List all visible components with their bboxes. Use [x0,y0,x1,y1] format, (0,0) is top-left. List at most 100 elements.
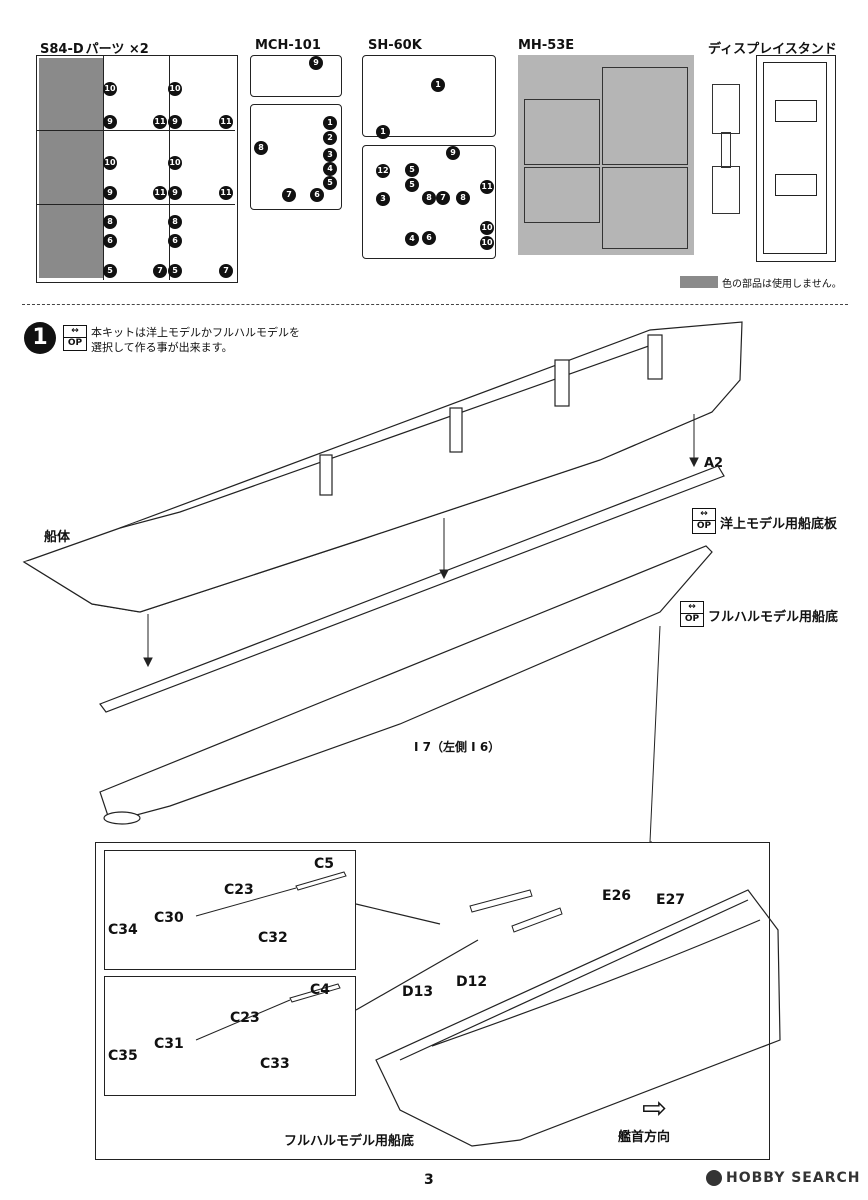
s84-num: 9 [168,186,182,200]
sh-num: 10 [480,221,494,235]
mch-num: 3 [323,148,337,162]
s84-num: 10 [168,156,182,170]
s84-unused-parts [39,58,103,278]
detail-bottom-label: フルハルモデル用船底 [284,1134,415,1149]
detail-callout-2 [104,976,356,1096]
step-number: 1 [24,322,56,354]
fullhull-label: フルハルモデル用船底 [708,610,839,625]
sh-num: 4 [405,232,419,246]
op-badge-label: OP [67,338,83,348]
part-c35: C35 [108,1048,138,1064]
section-divider [22,304,848,305]
mch-sprue-top [250,55,342,97]
mch-num: 1 [323,116,337,130]
part-c23b: C23 [230,1010,260,1026]
part-e27: E27 [656,892,686,908]
callout-lines [355,903,479,1011]
s84-sprue [36,55,238,283]
sh-num: 8 [456,191,470,205]
sh-num: 12 [376,164,390,178]
op-badge-label: OP [696,521,712,531]
s84-num: 6 [168,234,182,248]
part-c32: C32 [258,930,288,946]
sh-num: 5 [405,163,419,177]
s84-num: 9 [103,115,117,129]
s84-num: 9 [103,186,117,200]
op-badge-label: OP [684,614,700,624]
legend-text: 色の部品は使用しません。 [722,279,842,290]
part-c34: C34 [108,922,138,938]
s84-num: 7 [219,264,233,278]
mch-num: 4 [323,162,337,176]
s84-num: 5 [103,264,117,278]
s84-num: 11 [219,186,233,200]
s84-num: 11 [153,115,167,129]
sh-num: 6 [422,231,436,245]
detail-hull [375,889,781,1147]
instruction-line-2: 選択して作る事が出来ます。 [91,341,233,354]
sh-num: 5 [405,178,419,192]
part-e26: E26 [602,888,632,904]
part-c23: C23 [224,882,254,898]
waterline-plate [99,465,725,713]
op-badge-waterline: ↔ OP [692,508,716,534]
mh-title: MH-53E [518,38,575,53]
stand-sprue [756,55,836,262]
op-arrow-icon: ↔ [681,602,703,614]
mch-num: 2 [323,131,337,145]
stand-part-bottom [712,166,740,214]
part-c31: C31 [154,1036,184,1052]
sh-num: 1 [431,78,445,92]
s84-num: 8 [103,215,117,229]
bow-direction-label: 艦首方向 [618,1130,671,1145]
s84-num: 5 [168,264,182,278]
waterline-label: 洋上モデル用船底板 [720,517,838,532]
mch-num: 6 [310,188,324,202]
i7-label: I 7（左側 I 6） [414,740,501,754]
page-number: 3 [424,1172,434,1188]
legend-swatch [680,276,718,288]
s84-num: 10 [103,82,117,96]
s84-title-code: S84-D [40,42,84,57]
bow-arrow-icon: ⇨ [642,1091,668,1126]
step-instruction: 本キットは洋上モデルかフルハルモデルを 選択して作る事が出来ます。 [91,325,300,355]
part-c33: C33 [260,1056,290,1072]
sh-num: 3 [376,192,390,206]
s84-title-suffix: パーツ ×2 [85,42,149,57]
sh-num: 8 [422,191,436,205]
sh-num: 1 [376,125,390,139]
mch-num: 5 [323,176,337,190]
stand-title: ディスプレイスタンド [708,42,837,57]
part-c30: C30 [154,910,184,926]
stand-post [721,132,731,168]
sh-title: SH-60K [368,38,422,53]
mch-num: 8 [254,141,268,155]
instruction-line-1: 本キットは洋上モデルかフルハルモデルを [91,326,300,339]
op-arrow-icon: ↔ [693,509,715,521]
stand-part-top [712,84,740,134]
part-c5: C5 [314,856,335,872]
sh-num: 7 [436,191,450,205]
detail-callout-1 [104,850,356,970]
sh-num: 11 [480,180,494,194]
sh-num: 9 [446,146,460,160]
s84-num: 10 [168,82,182,96]
detail-parts [195,871,563,1041]
mh-sprue [518,55,694,255]
sh-num: 10 [480,236,494,250]
part-d12: D12 [456,974,488,990]
s84-num: 7 [153,264,167,278]
hull-main [22,321,743,613]
detail-frame [95,842,770,1160]
op-arrow-icon: ↔ [64,326,86,338]
s84-num: 6 [103,234,117,248]
watermark-logo-icon [706,1170,722,1186]
mch-title: MCH-101 [255,38,321,53]
op-badge: ↔ OP [63,325,87,351]
sh-sprue-top [362,55,496,137]
mch-num: 9 [309,56,323,70]
watermark: HOBBY SEARCH [726,1170,861,1186]
part-d13: D13 [402,984,434,1000]
hull-label: 船体 [44,530,71,545]
